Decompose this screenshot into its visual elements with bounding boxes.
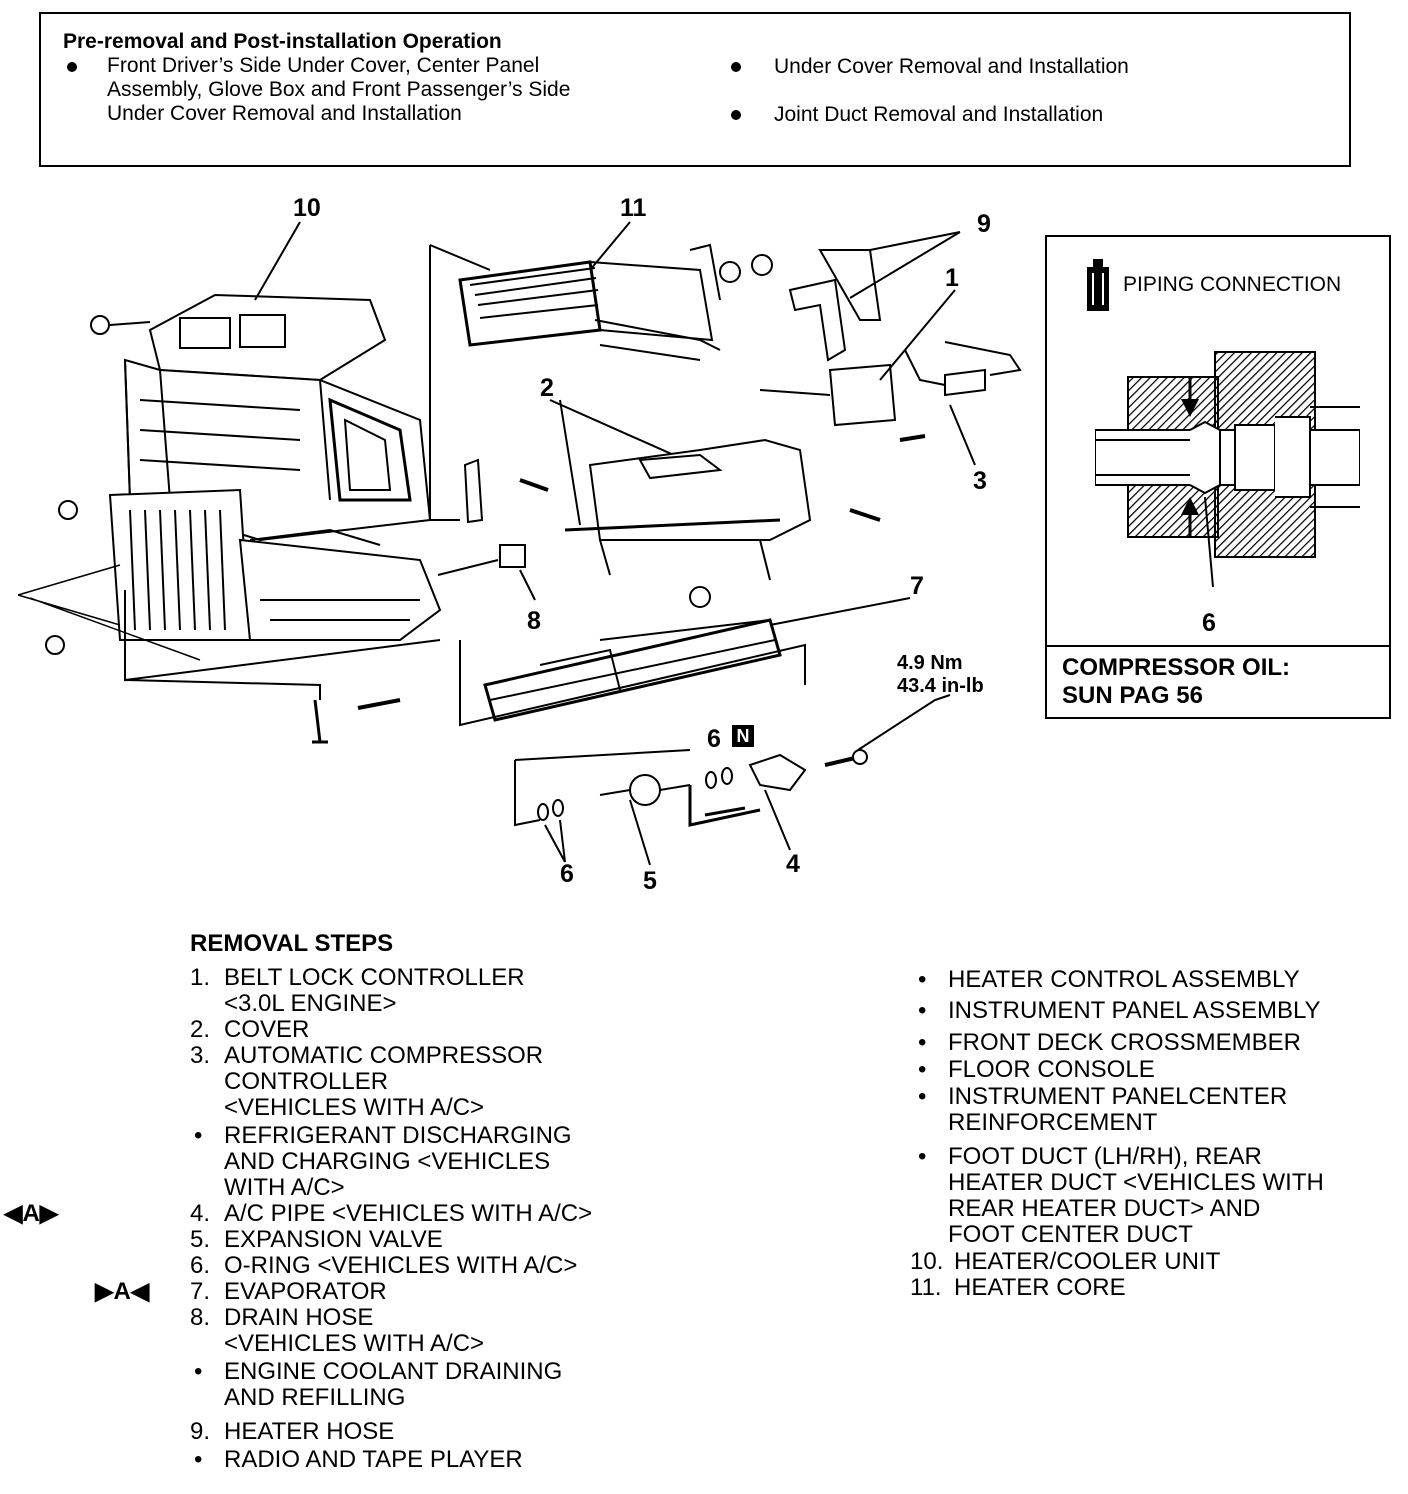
callout-9: 9 [977, 210, 991, 238]
step-line: HEATER CONTROL ASSEMBLY [948, 966, 1300, 993]
leader-line [254, 221, 301, 301]
step-line: INSTRUMENT PANELCENTER [948, 1083, 1288, 1110]
callout-7: 7 [910, 572, 924, 600]
step-line: INSTRUMENT PANEL ASSEMBLY [948, 997, 1321, 1024]
pre-item-right-1: Under Cover Removal and Installation [774, 55, 1129, 78]
pre-item-line: Under Cover Removal and Installation [107, 102, 462, 125]
step-bullet: • [918, 1143, 927, 1170]
bullet-icon [67, 62, 77, 72]
oil-line-1: COMPRESSOR OIL: [1062, 654, 1291, 681]
step-line: EVAPORATOR [224, 1278, 387, 1305]
callout-6-bottom: 6 [560, 860, 574, 888]
step-num: 10. [910, 1248, 944, 1275]
step-line: WITH A/C> [224, 1174, 345, 1201]
step-line: AND REFILLING [224, 1384, 406, 1411]
step-line: FRONT DECK CROSSMEMBER [948, 1029, 1301, 1056]
step-line: RADIO AND TAPE PLAYER [224, 1446, 523, 1473]
piping-connection-diagram [1095, 351, 1360, 588]
step-line: HEATER DUCT <VEHICLES WITH [948, 1169, 1324, 1196]
compressor-oil-spec: COMPRESSOR OIL: SUN PAG 56 [1062, 654, 1290, 710]
pre-item-line: Assembly, Glove Box and Front Passenger’… [107, 78, 571, 101]
removal-mark-a: ▶A◀ [95, 1278, 150, 1305]
step-bullet: • [918, 1056, 927, 1083]
step-line: REFRIGERANT DISCHARGING [224, 1122, 572, 1149]
exploded-diagram [17, 221, 1022, 866]
installation-mark-a: ◀A▶ [4, 1200, 59, 1227]
callout-11: 11 [620, 194, 647, 222]
step-num: 4. [190, 1200, 211, 1227]
torque-spec: 4.9 Nm 43.4 in-lb [897, 652, 984, 698]
step-line: A/C PIPE <VEHICLES WITH A/C> [224, 1200, 593, 1227]
callout-1: 1 [945, 264, 959, 292]
step-bullet: • [918, 1083, 927, 1110]
step-num: 6. [190, 1252, 211, 1279]
step-num: 7. [190, 1278, 211, 1305]
step-bullet: • [194, 1122, 203, 1149]
step-line: COVER [224, 1016, 310, 1043]
step-line: AND CHARGING <VEHICLES [224, 1148, 551, 1175]
torque-inlb: 43.4 in-lb [897, 675, 984, 697]
pre-removal-title: Pre-removal and Post-installation Operat… [63, 30, 502, 53]
step-line: REAR HEATER DUCT> AND [948, 1195, 1261, 1222]
step-bullet: • [918, 966, 927, 993]
step-line: DRAIN HOSE [224, 1304, 374, 1331]
step-num: 1. [190, 964, 211, 991]
callout-6-top: 6 [707, 725, 721, 753]
step-bullet: • [918, 997, 927, 1024]
callout-10: 10 [293, 194, 321, 222]
step-line: HEATER CORE [954, 1274, 1126, 1301]
step-num: 5. [190, 1226, 211, 1253]
step-num: 11. [910, 1274, 942, 1301]
heater-cooler-unit [108, 293, 442, 641]
callout-2: 2 [540, 374, 554, 402]
step-line: REINFORCEMENT [948, 1109, 1158, 1136]
callout-4: 4 [786, 850, 800, 878]
step-bullet: • [194, 1446, 203, 1473]
step-line: CONTROLLER [224, 1068, 389, 1095]
step-line: ENGINE COOLANT DRAINING [224, 1358, 563, 1385]
step-num: 3. [190, 1042, 211, 1069]
step-line: FOOT CENTER DUCT [948, 1221, 1193, 1248]
removal-steps-title: REMOVAL STEPS [190, 930, 394, 957]
step-line: BELT LOCK CONTROLLER [224, 964, 525, 991]
step-line: <VEHICLES WITH A/C> [224, 1094, 485, 1121]
evaporator [483, 618, 782, 722]
new-part-mark: N [732, 725, 754, 747]
step-line: O-RING <VEHICLES WITH A/C> [224, 1252, 578, 1279]
callout-3: 3 [973, 467, 987, 495]
oil-line-2: SUN PAG 56 [1062, 682, 1203, 709]
bullet-icon [731, 110, 741, 120]
oil-bottle-icon [1087, 259, 1109, 311]
pre-item-left-1: Front Driver’s Side Under Cover, Center … [107, 54, 570, 126]
step-line: HEATER HOSE [224, 1418, 395, 1445]
step-line: <3.0L ENGINE> [224, 990, 397, 1017]
pre-item-right-2: Joint Duct Removal and Installation [774, 103, 1104, 126]
step-line: FOOT DUCT (LH/RH), REAR [948, 1143, 1262, 1170]
callout-8: 8 [527, 607, 541, 635]
torque-nm: 4.9 Nm [897, 652, 963, 674]
step-line: FLOOR CONSOLE [948, 1056, 1155, 1083]
piping-callout-6: 6 [1202, 609, 1216, 637]
piping-connection-title: PIPING CONNECTION [1123, 273, 1342, 296]
heater-core [458, 243, 721, 361]
step-line: EXPANSION VALVE [224, 1226, 443, 1253]
step-line: AUTOMATIC COMPRESSOR [224, 1042, 544, 1069]
callout-5: 5 [643, 867, 657, 895]
step-num: 8. [190, 1304, 211, 1331]
bullet-icon [731, 62, 741, 72]
pre-removal-box: Pre-removal and Post-installation Operat… [39, 12, 1351, 167]
piping-connection-panel: PIPING CONNECTION 6 COMPRESSOR OIL: SUN … [1045, 235, 1391, 719]
panel-divider [1047, 645, 1389, 647]
pre-item-line: Front Driver’s Side Under Cover, Center … [107, 54, 540, 77]
step-bullet: • [918, 1029, 927, 1056]
step-num: 9. [190, 1418, 211, 1445]
step-line: HEATER/COOLER UNIT [954, 1248, 1221, 1275]
step-line: <VEHICLES WITH A/C> [224, 1330, 485, 1357]
step-num: 2. [190, 1016, 211, 1043]
step-bullet: • [194, 1358, 203, 1385]
